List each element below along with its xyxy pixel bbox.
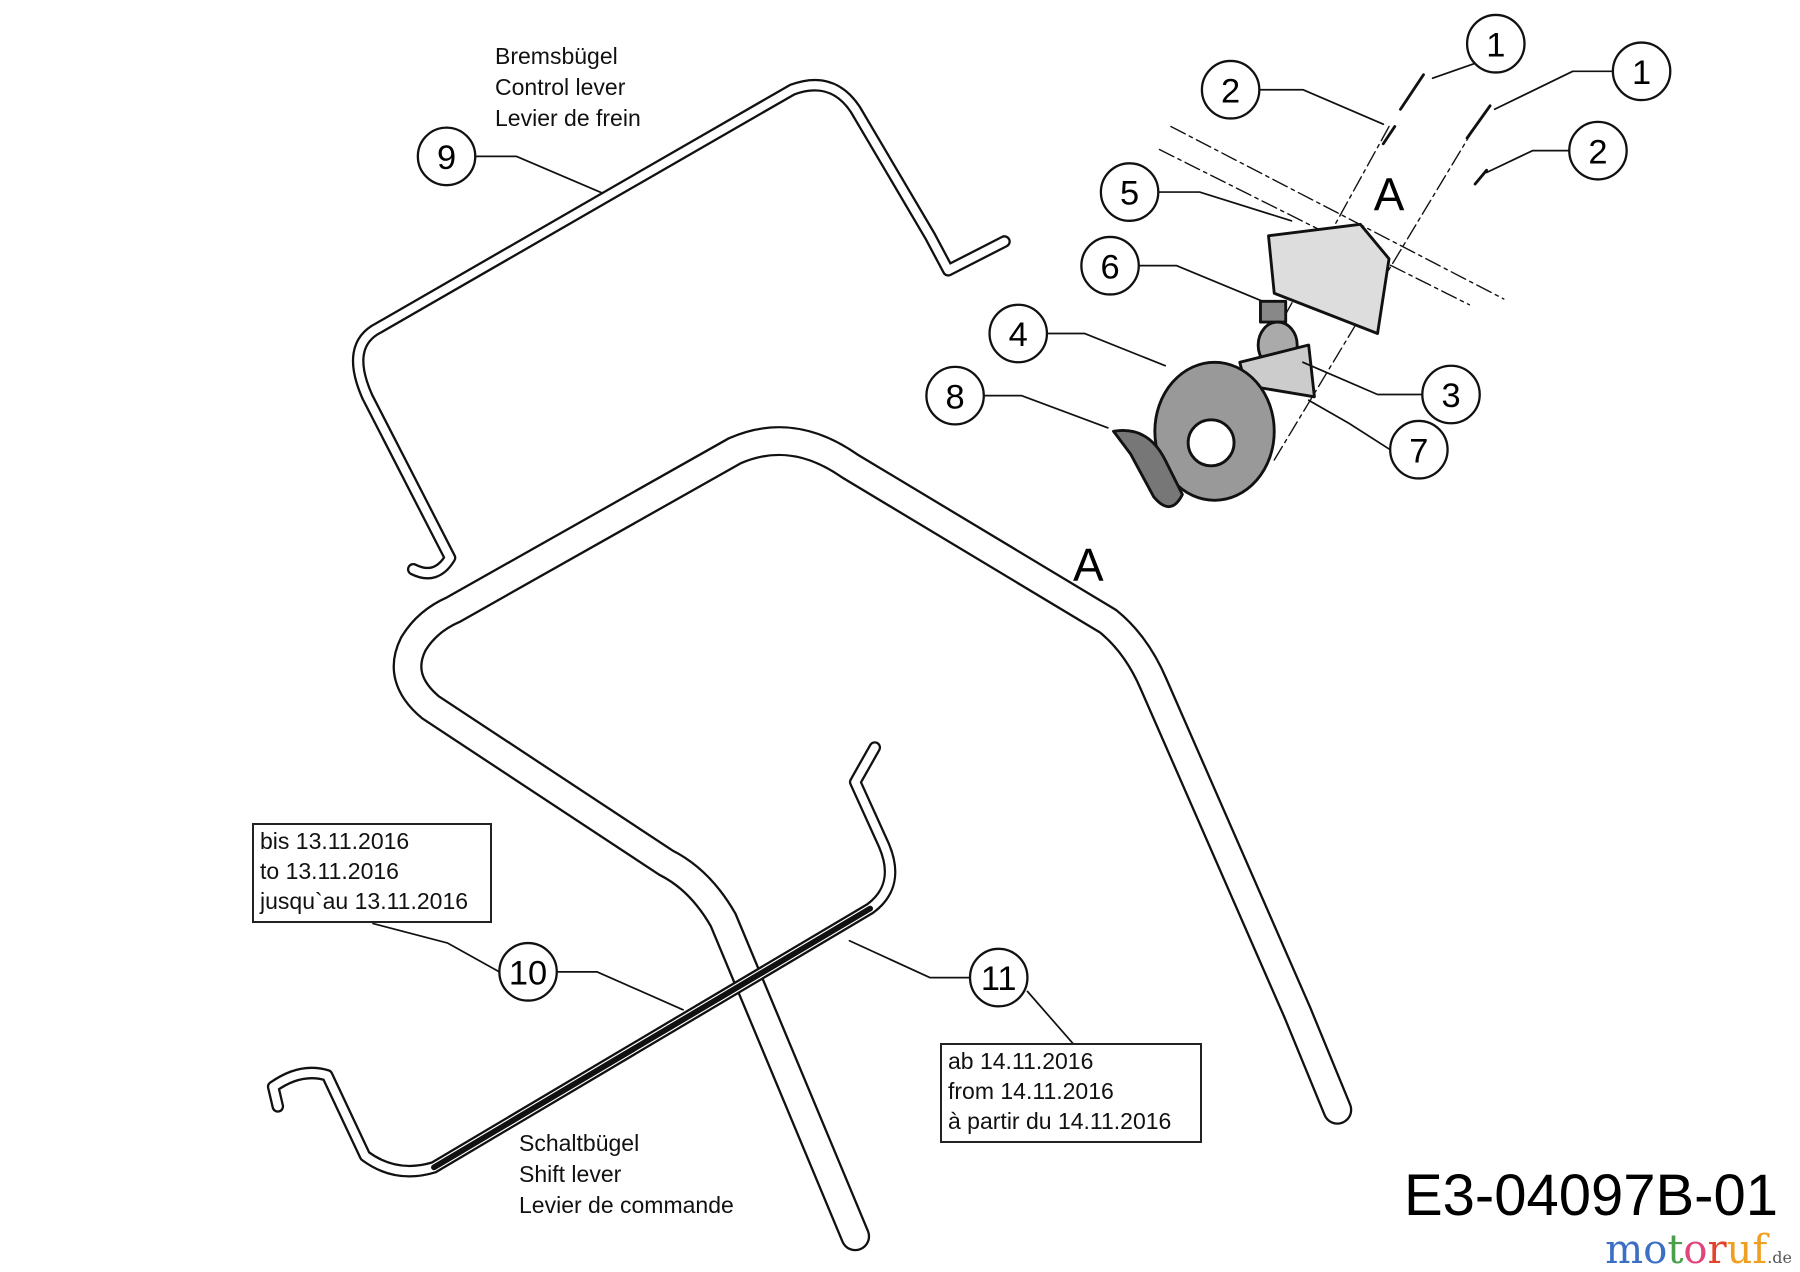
callout-2: 2 (1568, 120, 1628, 181)
callout-3: 3 (1421, 364, 1481, 425)
watermark-suffix: .de (1767, 1248, 1792, 1267)
control-lever (351, 78, 1011, 580)
control-lever-label-fr: Levier de frein (495, 105, 641, 131)
shift-lever (266, 741, 897, 1178)
watermark-letter: m (1605, 1227, 1644, 1272)
watermark-letter: o (1643, 1227, 1668, 1272)
callout-1: 1 (1465, 13, 1526, 74)
watermark-letter: o (1683, 1227, 1708, 1272)
control-lever-label-en: Control lever (495, 74, 626, 100)
from-date-en: from 14.11.2016 (948, 1078, 1114, 1104)
callout-8: 8 (925, 365, 985, 426)
until-date-fr: jusqu`au 13.11.2016 (260, 888, 469, 914)
shift-lever-label-fr: Levier de commande (519, 1192, 734, 1218)
svg-text:1: 1 (1632, 54, 1651, 92)
svg-text:5: 5 (1120, 175, 1139, 213)
svg-text:9: 9 (437, 139, 456, 177)
svg-text:11: 11 (981, 960, 1017, 998)
callout-6: 6 (1080, 235, 1140, 296)
until-date-de: bis 13.11.2016 (260, 828, 410, 854)
callout-2: 2 (1200, 59, 1261, 120)
screw-2a (1381, 125, 1397, 146)
screw-1b (1465, 104, 1492, 140)
until-date-en: to 13.11.2016 (260, 858, 399, 884)
callout-7: 7 (1389, 419, 1449, 480)
shift-lever-label-en: Shift lever (519, 1161, 622, 1187)
svg-text:8: 8 (946, 378, 965, 416)
detail-letter-a: A (1374, 168, 1405, 220)
svg-text:2: 2 (1588, 133, 1607, 171)
watermark-logo: motoruf.de (1605, 1230, 1792, 1270)
control-lever-label-de: Bremsbügel (495, 43, 618, 69)
svg-text:6: 6 (1100, 248, 1119, 286)
cover-part-5 (1267, 222, 1391, 335)
callout-5: 5 (1099, 162, 1160, 222)
screw-2b (1473, 168, 1489, 186)
callout-4: 4 (988, 303, 1049, 364)
svg-text:2: 2 (1221, 72, 1240, 110)
from-date-fr: à partir du 14.11.2016 (948, 1108, 1172, 1134)
svg-text:3: 3 (1441, 377, 1460, 415)
from-date-de: ab 14.11.2016 (948, 1048, 1094, 1074)
detail-letter-a: A (1073, 539, 1104, 591)
svg-text:10: 10 (509, 954, 547, 992)
watermark-letter: r (1707, 1227, 1727, 1272)
callout-10: 10 (498, 941, 558, 1002)
callout-1: 1 (1611, 41, 1672, 102)
from-date-box (940, 1043, 1202, 1143)
watermark-letter: t (1667, 1227, 1684, 1272)
drawing-code: E3-04097B-01 (1403, 1163, 1778, 1228)
main-handle (392, 426, 1353, 1252)
callout-11: 11 (968, 947, 1029, 1008)
until-date-box (252, 823, 492, 923)
svg-text:4: 4 (1009, 316, 1028, 354)
callout-9: 9 (416, 126, 477, 187)
svg-text:1: 1 (1486, 26, 1505, 64)
clamp-part-8 (1112, 429, 1184, 509)
part-6 (1259, 299, 1288, 324)
shift-lever-label-de: Schaltbügel (519, 1130, 640, 1156)
svg-text:7: 7 (1409, 432, 1428, 470)
watermark-letter: f (1752, 1227, 1768, 1272)
screw-1a (1399, 73, 1425, 111)
watermark-letter: u (1726, 1227, 1753, 1272)
